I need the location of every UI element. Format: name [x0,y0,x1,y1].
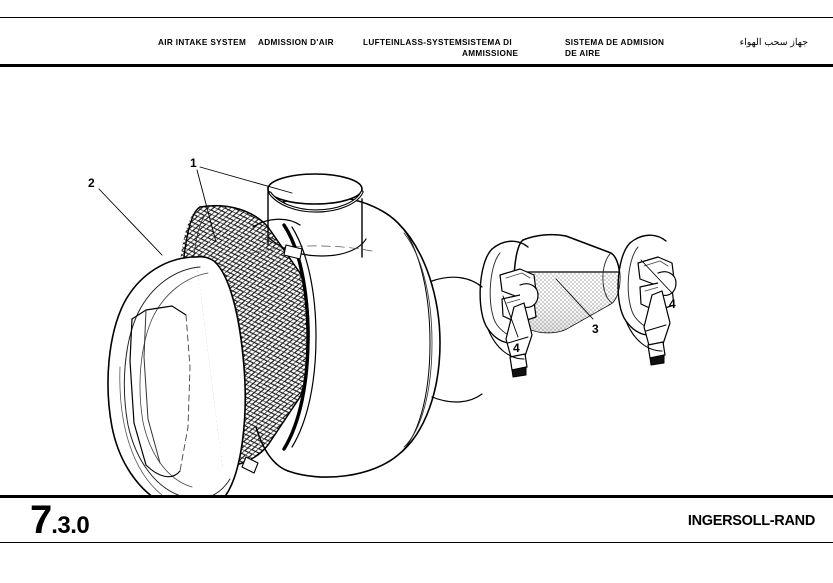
callout-number-4a: 4 [513,341,520,355]
brand-logo: INGERSOLL-RAND [687,513,815,529]
header-title-band: AIR INTAKE SYSTEM ADMISSION D'AIR LUFTEI… [0,32,833,62]
header-title-it: SISTEMA DI AMMISSIONE [462,38,519,58]
footer-bottom-rule [0,542,833,543]
callout-number-1: 1 [190,156,197,170]
footer-top-rule [0,495,833,498]
callout-number-2: 2 [88,176,95,190]
page-number-minor: .3.0 [51,512,90,539]
header-title-ar: جهاز سحب الهواء [739,37,808,48]
page-number: 7.3.0 [30,498,90,542]
callout-number-4b: 4 [669,297,676,311]
callout-number-3: 3 [592,322,599,336]
header-top-rule [0,17,833,18]
header-title-en: AIR INTAKE SYSTEM [158,38,247,47]
page-number-major: 7 [30,498,52,542]
header-bottom-rule [0,64,833,67]
header-title-de: LUFTEINLASS-SYSTEM [363,38,463,47]
header-title-es: SISTEMA DE ADMISION DE AIRE [565,38,665,58]
parts-diagram: 1 2 3 4 4 [0,67,833,495]
header-title-fr: ADMISSION D'AIR [258,38,334,47]
